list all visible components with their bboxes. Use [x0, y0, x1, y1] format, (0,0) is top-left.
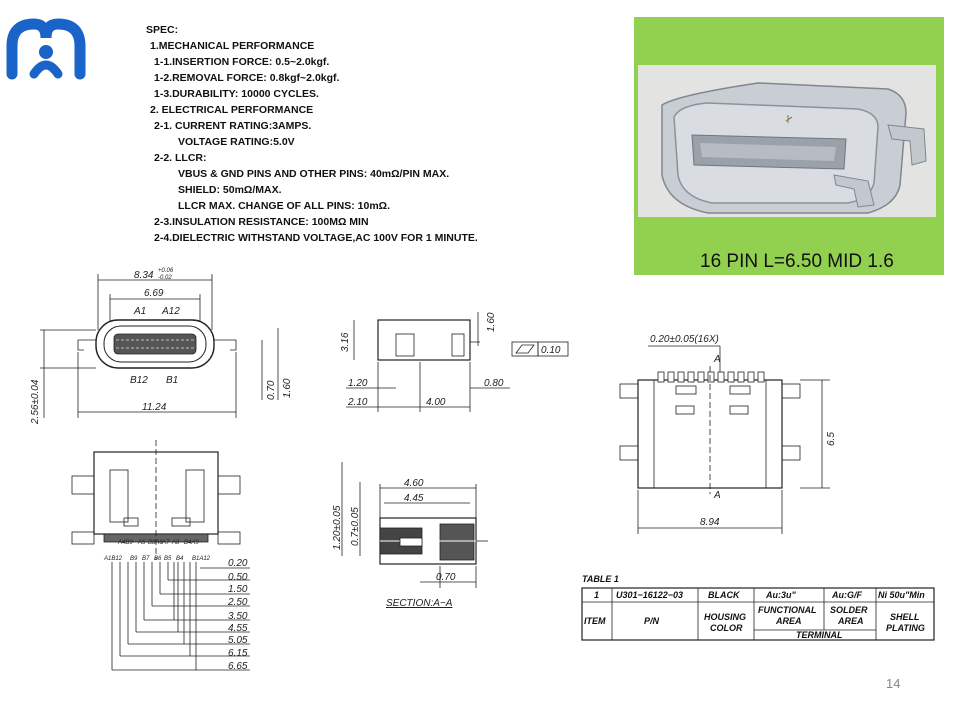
table-solder: Au:G/F [831, 590, 862, 600]
spec-line: SHIELD: 50mΩ/MAX. [178, 184, 282, 196]
table-header-pn: P/N [644, 616, 660, 626]
dim-section-4-60: 4.60 [404, 478, 424, 489]
front-view: 8.34 +0.06 -0.02 6.69 A1 A12 B12 B1 2.56… [30, 268, 293, 425]
table-color: BLACK [708, 590, 741, 600]
spec-table: TABLE 1 1 U301−16122−03 BLACK Au:3u" Au:… [581, 574, 935, 641]
dim-side-1-60: 1.60 [486, 312, 497, 332]
dim-front-8-34: 8.34 [134, 270, 154, 281]
dim-side-flatness: 0.10 [541, 345, 561, 356]
spec-line: 2-3.INSULATION RESISTANCE: 100MΩ MIN [154, 216, 369, 228]
top-view: 0.20±0.05(16X) A A 6.5 8.94 [619, 334, 837, 534]
dim-front-tol-plus: +0.06 [158, 268, 174, 274]
dim-section-0-70: 0.70 [436, 572, 456, 583]
spec-line: LLCR MAX. CHANGE OF ALL PINS: 10mΩ. [178, 200, 391, 212]
table-header-functional: FUNCTIONAL [758, 605, 817, 615]
dim-section-0-7: 0.7±0.05 [350, 507, 361, 546]
table-header-item: ITEM [584, 616, 606, 626]
spec-line: VBUS & GND PINS AND OTHER PINS: 40mΩ/PIN… [178, 168, 450, 180]
dim-pcb: 2.50 [227, 597, 248, 608]
spec-line: 1-1.INSERTION FORCE: 0.5~2.0kgf. [154, 56, 330, 68]
pin-label-top: B8A6 [148, 540, 163, 546]
dim-section-4-45: 4.45 [404, 493, 424, 504]
pin-label-bottom: B7 [142, 556, 150, 562]
pin-label-top: A7 [161, 540, 170, 546]
pin-label-top: B4A9 [184, 540, 199, 546]
table-header-functional-2: AREA [775, 616, 802, 626]
spec-line: 1-3.DURABILITY: 10000 CYCLES. [154, 88, 319, 100]
pin-label-bottom: A1B12 [103, 556, 123, 562]
dim-front-6-69: 6.69 [144, 288, 164, 299]
section-label: SECTION:A−A [386, 598, 453, 609]
table-part-no: U301−16122−03 [616, 590, 683, 600]
dim-pcb: 3.50 [228, 611, 248, 622]
spec-line: 2-4.DIELECTRIC WITHSTAND VOLTAGE,AC 100V… [154, 232, 478, 244]
table-header-shell-2: PLATING [886, 623, 925, 633]
dim-top-6-5: 6.5 [826, 432, 837, 446]
pin-label-top: A8 [171, 540, 180, 546]
side-view: 3.16 1.60 0.10 1.20 0.80 2.10 4.00 [340, 312, 569, 412]
dim-side-4-00: 4.00 [426, 397, 446, 408]
dim-front-tol-minus: -0.02 [158, 275, 172, 281]
dim-side-3-16: 3.16 [340, 332, 351, 352]
dim-pcb: 0.50 [228, 572, 248, 583]
table-header-housing: HOUSING [704, 612, 746, 622]
table-header-solder-2: AREA [837, 616, 864, 626]
dim-pcb: 0.20 [228, 558, 248, 569]
table-title: TABLE 1 [582, 574, 619, 584]
table-header-solder: SOLDER [830, 605, 868, 615]
company-logo [6, 18, 86, 80]
product-render [638, 65, 936, 217]
spec-line: 2-1. CURRENT RATING:3AMPS. [154, 120, 312, 132]
pcb-footprint-view: A4B9 A5 B8A6 A7 A8 B4A9 A1B12 B9 B7 B6 B… [71, 440, 250, 672]
dim-front-2-56: 2.56±0.04 [30, 379, 41, 425]
pin-label-top: A5 [137, 540, 146, 546]
dim-top-8-94: 8.94 [700, 517, 720, 528]
spec-line: 2. ELECTRICAL PERFORMANCE [150, 104, 314, 116]
table-header-housing-2: COLOR [710, 623, 743, 633]
dim-front-0-70: 0.70 [266, 380, 277, 400]
dim-pcb: 6.15 [228, 648, 248, 659]
usb-c-connector-render [661, 82, 927, 214]
label-b1: B1 [166, 375, 178, 386]
section-view: 1.20±0.05 0.7±0.05 4.60 4.45 0.70 SECTIO… [332, 462, 488, 609]
spec-line: 1-2.REMOVAL FORCE: 0.8kgf~2.0kgf. [154, 72, 340, 84]
label-a12: A12 [161, 306, 180, 317]
page-number: 14 [886, 676, 901, 691]
table-functional: Au:3u" [765, 590, 796, 600]
label-b12: B12 [130, 375, 148, 386]
dim-pcb: 1.50 [228, 584, 248, 595]
table-item-no: 1 [594, 590, 599, 600]
dim-top-pitch: 0.20±0.05(16X) [650, 334, 719, 345]
spec-line: 2-2. LLCR: [154, 152, 207, 164]
spec-block: SPEC: 1.MECHANICAL PERFORMANCE 1-1.INSER… [146, 22, 616, 246]
product-caption: 16 PIN L=6.50 MID 1.6 [700, 251, 894, 272]
table-header-terminal: TERMINAL [796, 630, 843, 640]
dim-front-1-60: 1.60 [282, 378, 293, 398]
dim-section-1-20: 1.20±0.05 [332, 505, 343, 550]
dim-pcb: 6.65 [228, 661, 248, 672]
table-shell: Ni 50u"Min [878, 590, 925, 600]
table-header-shell: SHELL [890, 612, 920, 622]
spec-heading: SPEC: [146, 24, 179, 36]
top-marker-a-upper: A [713, 354, 721, 365]
pin-label-bottom: B1A12 [192, 556, 211, 562]
pin-label-bottom: B6 [154, 556, 162, 562]
dim-pcb: 4.55 [228, 623, 248, 634]
spec-line: 1.MECHANICAL PERFORMANCE [150, 40, 315, 52]
top-marker-a-lower: A [713, 490, 721, 501]
pin-label-bottom: B5 [164, 556, 172, 562]
dim-front-11-24: 11.24 [142, 402, 167, 413]
dim-side-0-80: 0.80 [484, 378, 504, 389]
dim-pcb: 5.05 [228, 635, 248, 646]
label-a1: A1 [133, 306, 146, 317]
dim-side-2-10: 2.10 [347, 397, 368, 408]
pin-label-top: A4B9 [117, 540, 133, 546]
pin-label-bottom: B9 [130, 556, 138, 562]
spec-line: VOLTAGE RATING:5.0V [178, 136, 295, 148]
dim-side-1-20: 1.20 [348, 378, 368, 389]
pin-label-bottom: B4 [176, 556, 184, 562]
